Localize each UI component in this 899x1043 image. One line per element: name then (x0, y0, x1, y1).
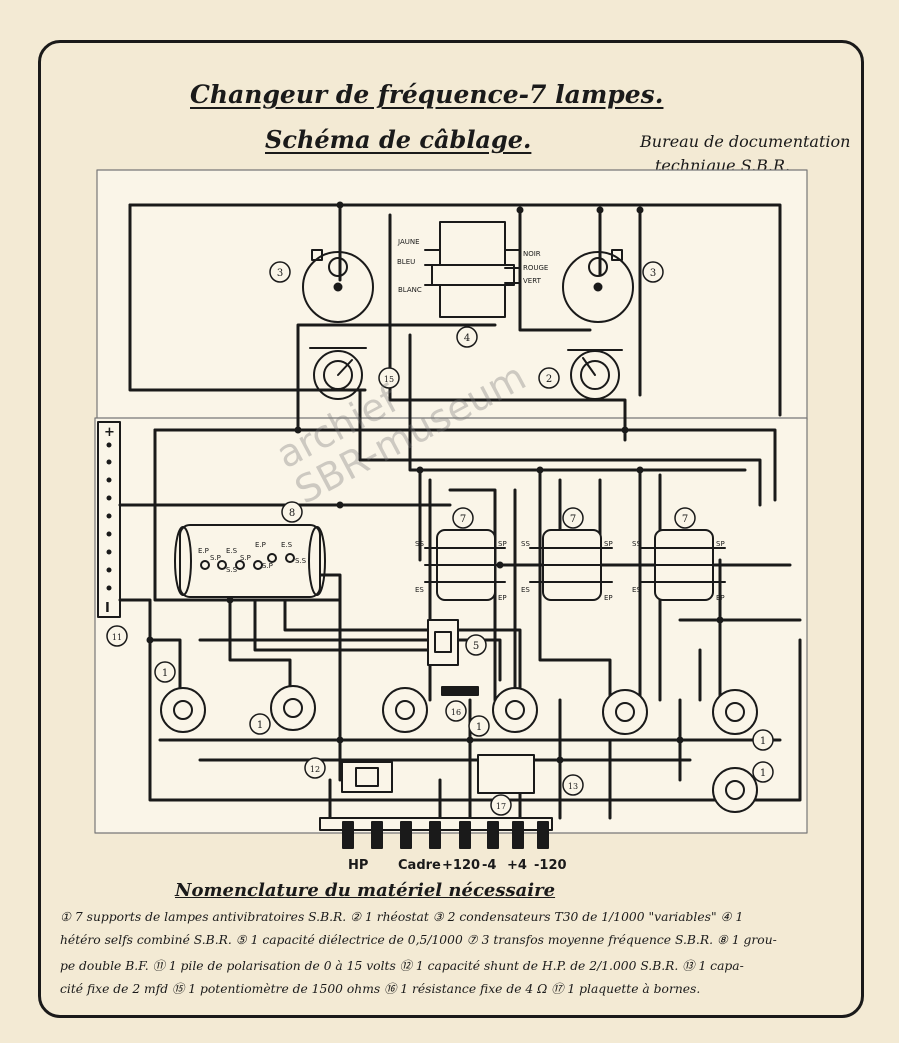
svg-text:S.S: S.S (226, 566, 238, 574)
svg-text:1: 1 (760, 736, 766, 747)
svg-text:7: 7 (570, 514, 576, 525)
svg-text:1: 1 (476, 722, 482, 733)
svg-text:SP: SP (498, 540, 507, 548)
svg-text:3: 3 (277, 268, 283, 279)
svg-text:16: 16 (451, 708, 461, 717)
svg-text:17: 17 (496, 802, 506, 811)
bf-transformer-group (174, 524, 326, 598)
svg-text:EP: EP (716, 594, 725, 602)
terminal-label-hp: HP (348, 858, 369, 873)
svg-text:SS: SS (415, 540, 424, 548)
svg-text:SS: SS (632, 540, 641, 548)
nomenclature-line-4: cité fixe de 2 mfd ⑮ 1 potentiomètre de … (60, 982, 701, 996)
tube-socket-7 (712, 767, 758, 813)
bias-battery (97, 421, 121, 618)
variable-condenser-right (562, 249, 634, 323)
svg-text:11: 11 (112, 633, 122, 642)
page-frame (38, 40, 864, 1018)
mf-transformer-1 (424, 529, 506, 601)
bureau-line-1: Bureau de documentation (640, 132, 851, 151)
hetero-self-unit (424, 221, 521, 318)
variable-condenser-left (302, 249, 374, 323)
svg-text:S.P: S.P (210, 554, 221, 562)
rheostat (567, 349, 623, 400)
title-line-1: Changeur de fréquence-7 lampes. (190, 80, 664, 109)
wiring-bus (118, 203, 802, 820)
svg-text:5: 5 (473, 641, 479, 652)
svg-text:7: 7 (460, 514, 466, 525)
svg-text:EP: EP (604, 594, 613, 602)
svg-text:3: 3 (650, 268, 656, 279)
capacitor-12 (341, 761, 393, 793)
battery-plus: + (104, 425, 115, 440)
battery-labels: + I (104, 425, 115, 616)
nomenclature-line-1: ① 7 supports de lampes antivibratoires S… (60, 910, 744, 924)
svg-text:4: 4 (464, 333, 470, 344)
wire-jaune: JAUNE (397, 238, 420, 246)
tube-socket-2 (270, 685, 316, 731)
nomenclature-title: Nomenclature du matériel nécessaire (175, 880, 556, 901)
svg-text:1: 1 (760, 768, 766, 779)
nomenclature-line-3: pe double B.F. ⑪ 1 pile de polarisation … (60, 959, 744, 973)
svg-text:12: 12 (310, 765, 320, 774)
wire-vert: VERT (523, 277, 542, 285)
svg-text:8: 8 (289, 508, 295, 519)
title-line-2: Schéma de câblage. (265, 125, 532, 154)
svg-text:E.P: E.P (198, 547, 209, 555)
terminal-label-plus120: +120 (442, 858, 481, 873)
svg-text:7: 7 (682, 514, 688, 525)
tube-socket-3 (382, 687, 428, 733)
svg-text:ES: ES (521, 586, 530, 594)
battery-minus: I (105, 601, 110, 616)
svg-text:ES: ES (632, 586, 641, 594)
svg-text:13: 13 (568, 782, 578, 791)
terminal-label-cadre: Cadre (398, 858, 441, 873)
svg-text:ES: ES (415, 586, 424, 594)
tube-socket-5 (602, 689, 648, 735)
resistor-16 (441, 686, 479, 696)
capacitor-13 (477, 754, 535, 794)
svg-text:SS: SS (521, 540, 530, 548)
svg-text:SP: SP (604, 540, 613, 548)
capacitor-5 (427, 619, 459, 666)
wire-blanc: BLANC (398, 286, 422, 294)
tube-socket-4 (492, 687, 538, 733)
transfo-pin-labels: SS SP ES EP SS SP ES EP SS SP ES EP E.P E.S E.P… (198, 540, 725, 602)
tube-socket-6 (712, 689, 758, 735)
mf-transformer-3 (639, 529, 726, 601)
svg-text:S.P: S.P (240, 554, 251, 562)
svg-text:SP: SP (716, 540, 725, 548)
svg-text:2: 2 (546, 374, 552, 385)
terminal-label-plus4: +4 (507, 858, 527, 873)
wire-rouge: ROUGE (523, 264, 548, 272)
terminal-strip (319, 817, 553, 849)
wire-noir: NOIR (523, 250, 541, 258)
mf-transformer-2 (529, 529, 613, 601)
svg-text:E.S: E.S (226, 547, 238, 555)
svg-text:EP: EP (498, 594, 507, 602)
tube-socket-1 (160, 687, 206, 733)
svg-text:E.S: E.S (281, 541, 293, 549)
potentiometer (309, 347, 367, 400)
svg-text:1: 1 (162, 668, 168, 679)
svg-text:E.P: E.P (255, 541, 266, 549)
svg-text:15: 15 (384, 375, 394, 384)
svg-text:1: 1 (257, 720, 263, 731)
nomenclature-line-2: hétéro selfs combiné S.B.R. ⑤ 1 capacité… (60, 933, 777, 947)
terminal-label-minus4: -4 (482, 858, 497, 873)
terminal-label-minus120: -120 (534, 858, 567, 873)
wire-labels: JAUNE BLEU BLANC NOIR ROUGE VERT (397, 238, 548, 294)
wire-bleu: BLEU (397, 258, 415, 266)
svg-text:S.P: S.P (262, 562, 273, 570)
svg-text:S.S: S.S (295, 557, 307, 565)
callout-circles (106, 261, 774, 816)
